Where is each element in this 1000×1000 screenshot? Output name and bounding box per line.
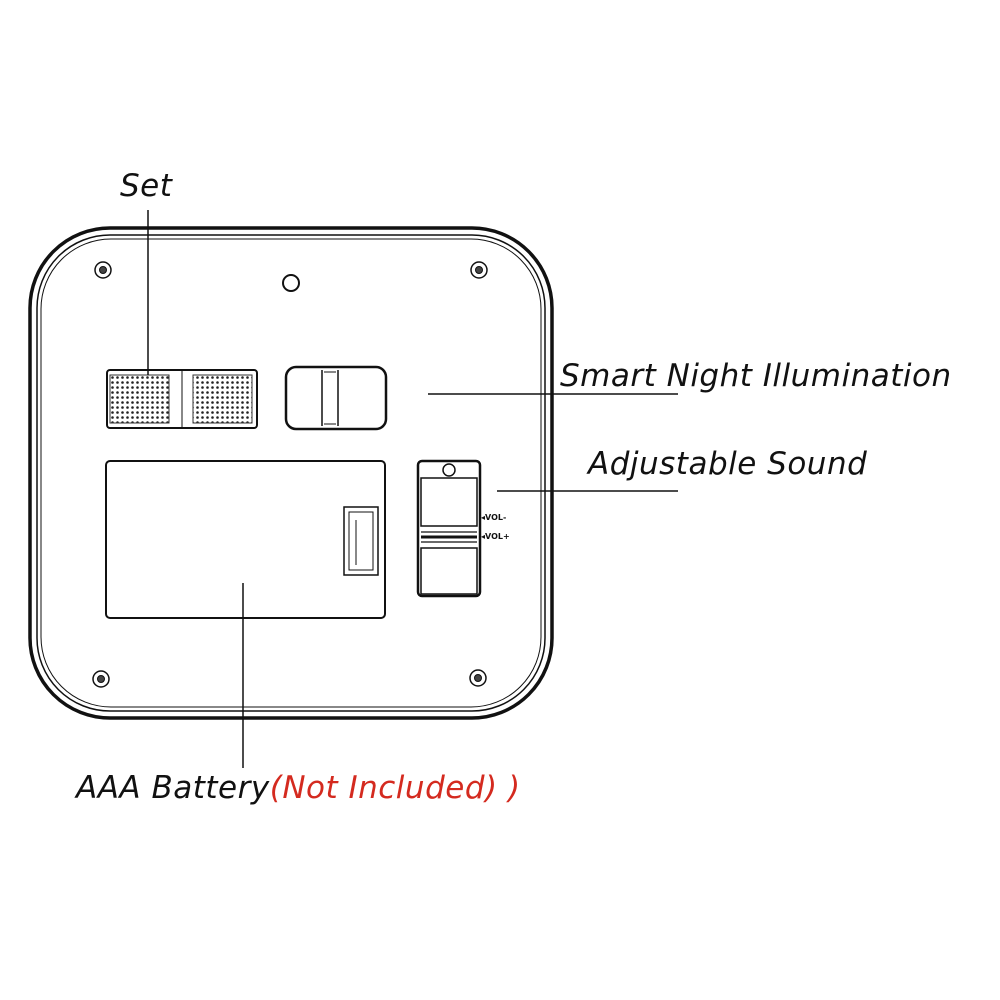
vol-minus-arrow-icon: ◂ bbox=[481, 513, 486, 522]
night-light-label: Smart Night Illumination bbox=[560, 358, 952, 394]
battery-label: AAA Battery(Not Included) ) bbox=[76, 770, 521, 806]
vol-minus-label: ◂VOL- bbox=[481, 513, 507, 522]
hanging-hole-icon bbox=[282, 274, 300, 292]
device-housing bbox=[28, 226, 554, 720]
sound-label: Adjustable Sound bbox=[588, 446, 868, 482]
night-light-switch bbox=[284, 365, 388, 431]
vol-plus-arrow-icon: ◂ bbox=[481, 532, 486, 541]
vol-plus-label: ◂VOL+ bbox=[481, 532, 510, 541]
battery-compartment bbox=[105, 460, 386, 619]
battery-note-trailing: ) bbox=[497, 770, 521, 806]
battery-label-text: AAA Battery bbox=[76, 770, 270, 806]
set-buttons bbox=[106, 369, 258, 429]
battery-note: (Not Included) bbox=[269, 770, 498, 806]
set-label: Set bbox=[120, 168, 173, 204]
volume-slider bbox=[416, 459, 482, 598]
leader-lines bbox=[147, 210, 678, 768]
screw-icon bbox=[92, 261, 488, 688]
